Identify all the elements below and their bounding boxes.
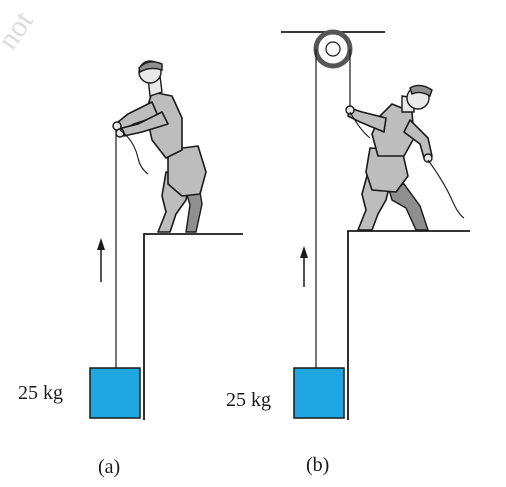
ledge-a [143, 233, 243, 420]
mass-label-a: 25 kg [18, 382, 63, 404]
man-b-figure [345, 84, 465, 231]
panel-label-a: (a) [98, 456, 120, 478]
watermark-text: not [0, 5, 40, 56]
panel-b: 25 kg (b) [226, 29, 470, 476]
block-a [89, 367, 141, 419]
up-arrow-icon [300, 246, 308, 287]
up-arrow-icon [97, 238, 105, 282]
mass-label-b: 25 kg [226, 389, 271, 411]
block-b [293, 367, 345, 419]
pulley-icon [313, 29, 353, 69]
ledge-b [347, 230, 470, 420]
man-a-figure [112, 60, 207, 233]
panel-a: 25 kg (a) [18, 60, 243, 478]
panel-label-b: (b) [306, 454, 329, 476]
